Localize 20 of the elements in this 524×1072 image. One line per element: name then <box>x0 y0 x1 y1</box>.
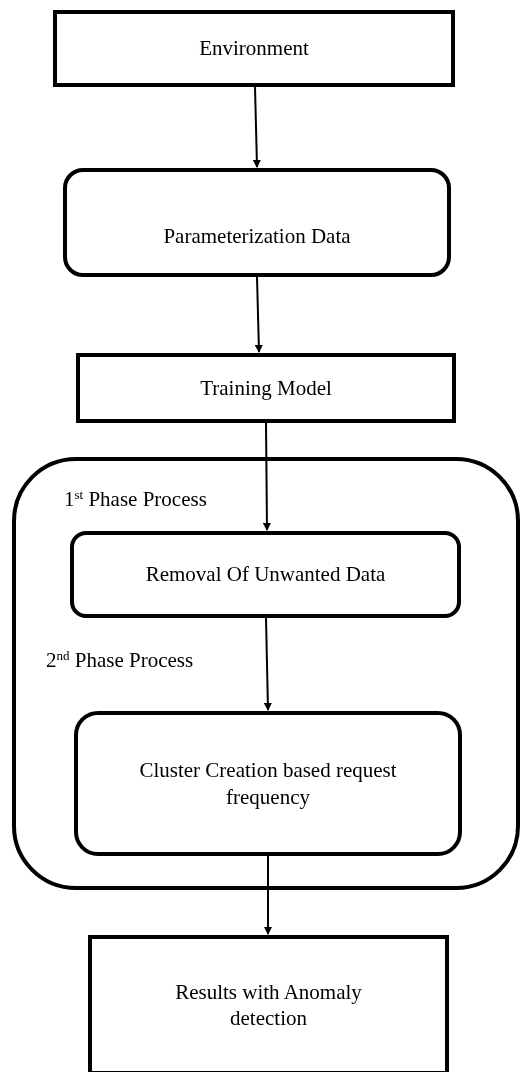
node-label: Training Model <box>200 374 332 402</box>
arrow <box>263 617 272 711</box>
rounded-process-box <box>74 711 462 856</box>
node-label: Removal Of Unwanted Data <box>145 561 386 588</box>
arrow <box>252 86 261 168</box>
rounded-process-box <box>70 531 461 618</box>
phase-container <box>12 457 520 890</box>
process-box <box>53 10 455 87</box>
node-label: Environment <box>199 35 309 62</box>
arrow <box>264 855 272 935</box>
node-label: Results with Anomaly detection <box>174 978 363 1032</box>
phase-label: 1$^{st}$ Phase Process <box>64 487 207 512</box>
node-label: Cluster Creation based request frequency <box>138 757 398 810</box>
process-box <box>76 353 456 423</box>
rounded-process-box <box>63 168 451 277</box>
phase-label: 2$^{nd}$ Phase Process <box>46 648 194 673</box>
node-label: Parameterization Data <box>163 222 351 249</box>
arrow <box>254 276 263 353</box>
arrow <box>262 422 271 531</box>
result-box <box>88 935 449 1072</box>
